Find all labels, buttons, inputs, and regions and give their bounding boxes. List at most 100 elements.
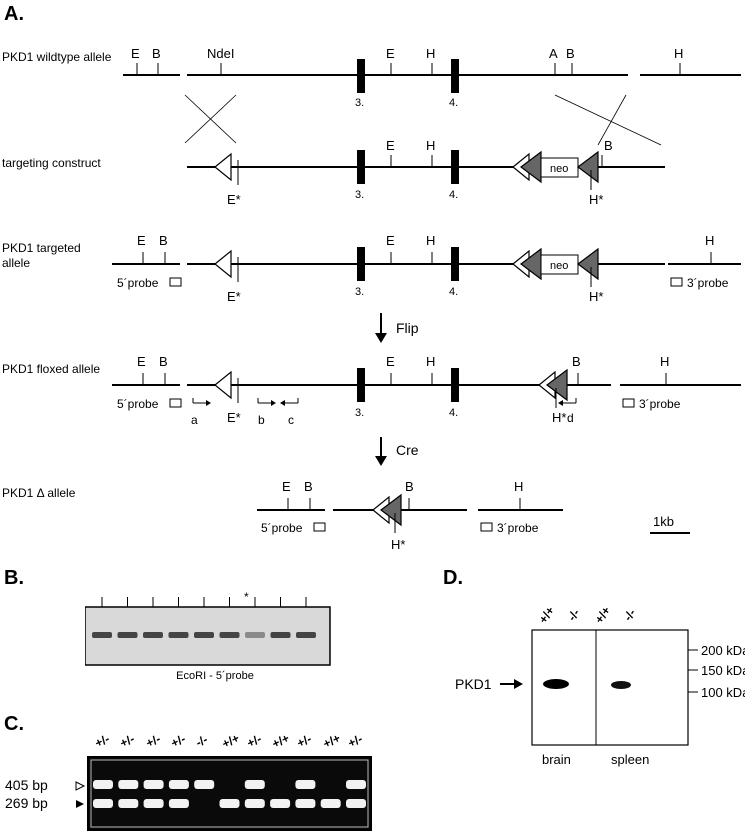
- gel-lane-label: +/-: [118, 731, 137, 751]
- svg-text:H: H: [705, 233, 714, 248]
- western-lane-label: +/+: [535, 603, 558, 627]
- marker-150: 150 kDa: [701, 663, 745, 678]
- panel-a-letter: A.: [4, 3, 24, 25]
- western-lane-label: -/-: [620, 606, 639, 624]
- svg-text:4.: 4.: [449, 189, 458, 201]
- svg-text:B: B: [159, 233, 168, 248]
- panel-c-letter: C.: [4, 713, 24, 735]
- site-label: B: [566, 46, 575, 61]
- blot-caption: EcoRI - 5´probe: [176, 670, 254, 682]
- svg-text:E: E: [386, 354, 395, 369]
- band-label-405: 405 bp: [5, 777, 48, 793]
- targeted-allele: E B E H H neo 5´probe 3´probe E* H* 3. 4…: [112, 233, 741, 304]
- svg-text:E: E: [386, 233, 395, 248]
- neo-label: neo: [550, 163, 568, 175]
- delta-allele: E B B H 5´probe 3´probe H*: [257, 479, 563, 552]
- gel-lane-label: +/+: [219, 730, 242, 752]
- gel-band-405: [93, 780, 113, 789]
- gel-lane-label: +/-: [295, 731, 315, 751]
- site-label: E: [386, 46, 395, 61]
- wildtype-allele: E B NdeI E H A B H 3. 4.: [123, 46, 741, 109]
- svg-text:H*: H*: [589, 289, 603, 304]
- svg-text:3´probe: 3´probe: [639, 397, 681, 411]
- gel-band-269: [168, 799, 189, 808]
- svg-text:3.: 3.: [355, 189, 364, 201]
- gel-band-269: [143, 799, 164, 808]
- primer-a: a: [191, 413, 198, 427]
- marker-200: 200 kDa: [701, 643, 745, 658]
- blot-band: [92, 632, 112, 638]
- tissue-spleen: spleen: [611, 752, 649, 767]
- panel-d-letter: D.: [443, 567, 463, 589]
- svg-text:H: H: [426, 354, 435, 369]
- site-label: E: [131, 46, 140, 61]
- western-blot: 200 kDa 150 kDa 100 kDa PKD1 brain splee…: [455, 629, 745, 767]
- svg-text:B: B: [572, 354, 581, 369]
- gel-band-405: [118, 780, 139, 789]
- svg-text:3.: 3.: [355, 286, 364, 298]
- primer-c: c: [288, 413, 294, 427]
- row-label-delta: PKD1 Δ allele: [2, 486, 76, 500]
- gel-band-269: [93, 799, 113, 808]
- upper-band-marker: [75, 781, 86, 791]
- gel-band-269: [320, 799, 341, 808]
- blot-band: [117, 632, 138, 638]
- row-label-wildtype: PKD1 wildtype allele: [2, 50, 112, 64]
- gel-band-269: [270, 799, 291, 808]
- allele-schematic: E B NdeI E H A B H 3. 4. E H B neo E* H*…: [112, 46, 741, 552]
- band-label-269: 269 bp: [5, 795, 48, 811]
- svg-text:H: H: [426, 233, 435, 248]
- scale-bar-label: 1kb: [653, 514, 674, 529]
- gel-band-405: [194, 780, 215, 789]
- gel-lane-label: +/-: [92, 731, 112, 751]
- probe-3: 3´probe: [687, 276, 729, 290]
- loxp-site: [214, 152, 232, 182]
- site-label: NdeI: [207, 46, 234, 61]
- svg-text:neo: neo: [550, 260, 568, 272]
- gel-lane-label: +/-: [244, 731, 264, 751]
- exon-label: 3.: [355, 97, 364, 109]
- pkd1-label: PKD1: [455, 676, 492, 692]
- svg-text:3.: 3.: [355, 407, 364, 419]
- blot-band: [194, 632, 214, 638]
- svg-text:B: B: [159, 354, 168, 369]
- gel-lane-label: +/-: [168, 731, 188, 751]
- svg-text:5´probe: 5´probe: [261, 521, 303, 535]
- site-label: B: [152, 46, 161, 61]
- pcr-gel: 405 bp 269 bp: [5, 756, 372, 831]
- svg-text:E: E: [137, 354, 146, 369]
- svg-text:H: H: [514, 479, 523, 494]
- svg-text:4.: 4.: [449, 407, 458, 419]
- svg-text:E*: E*: [227, 192, 241, 207]
- primer-b: b: [258, 413, 265, 427]
- panel-b-letter: B.: [4, 567, 24, 589]
- frt-filled: [520, 150, 542, 184]
- svg-text:E: E: [282, 479, 291, 494]
- blot-band: [270, 632, 291, 638]
- blot-band: [143, 632, 163, 638]
- exon-4: [451, 59, 459, 93]
- svg-text:E: E: [386, 138, 395, 153]
- svg-text:E: E: [137, 233, 146, 248]
- western-lane-label: -/-: [564, 606, 583, 624]
- lower-band-marker: [76, 800, 84, 808]
- site-label: H: [426, 46, 435, 61]
- floxed-allele: a b c d E B E H B H 5´probe 3´probe E* H…: [112, 354, 741, 427]
- exon-label: 4.: [449, 97, 458, 109]
- svg-text:H*: H*: [552, 410, 566, 425]
- svg-text:E*: E*: [227, 410, 241, 425]
- southern-blot: * EcoRI - 5´probe: [85, 592, 331, 682]
- gel-band-269: [244, 799, 265, 808]
- cre-label: Cre: [396, 442, 419, 458]
- gel-lane-label: +/+: [269, 730, 292, 752]
- flip-label: Flip: [396, 320, 419, 336]
- row-label-targeted: PKD1 targeted allele: [2, 241, 81, 270]
- pkd1-band-brain: [543, 679, 569, 689]
- marker-100: 100 kDa: [701, 685, 745, 700]
- exon-3: [357, 59, 365, 93]
- primer-d: d: [567, 411, 574, 425]
- gel-band-405: [168, 780, 189, 789]
- blot-band: [245, 632, 265, 638]
- gel-lane-label: -/-: [193, 732, 210, 750]
- svg-text:B: B: [304, 479, 313, 494]
